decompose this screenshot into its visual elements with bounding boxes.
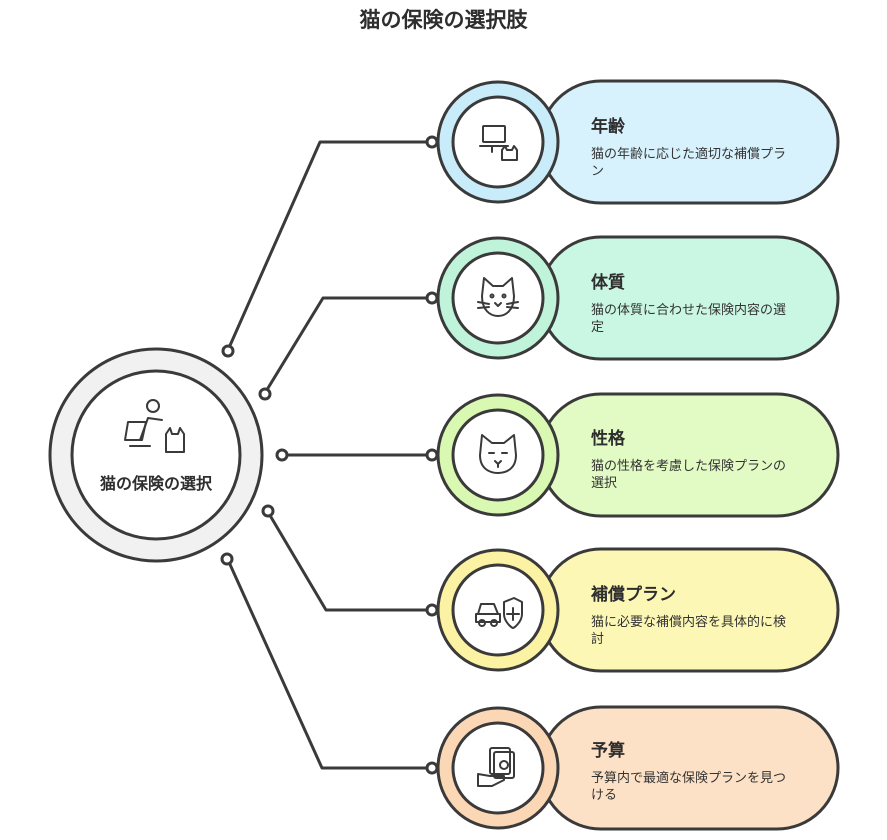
branch-2-pill [538, 392, 840, 518]
branch-node-1 [436, 235, 840, 361]
branch-2-desc: 猫の性格を考慮した保険プランの選択 [591, 459, 787, 491]
branch-node-0 [436, 79, 840, 205]
branch-1-pill [538, 235, 840, 361]
connector-4-end [425, 761, 439, 775]
center-label: 猫の保険の選択 [99, 474, 212, 493]
branch-node-4 [436, 705, 840, 831]
connector-1-start [258, 387, 272, 401]
connector-0 [226, 140, 434, 352]
connector-0-start [221, 344, 235, 358]
branch-4-desc: 予算内で最適な保険プランを見つける [591, 771, 787, 803]
connector-1 [263, 296, 434, 395]
money-hand-icon [477, 747, 515, 787]
connector-1-end [425, 291, 439, 305]
connector-2-start [275, 448, 289, 462]
connector-3 [266, 510, 434, 612]
branch-1-inner-ring [451, 251, 545, 345]
connector-3-end [425, 603, 439, 617]
branch-1-title: 体質 [591, 273, 625, 293]
branch-node-3 [436, 547, 840, 673]
person-laptop-cat-icon [124, 399, 185, 453]
branch-1-desc: 猫の体質に合わせた保険内容の選定 [591, 303, 787, 335]
branch-3-desc: 猫に必要な補償内容を具体的に検討 [591, 615, 787, 647]
connector-4-start [220, 552, 234, 566]
branch-0-title: 年齢 [591, 117, 625, 137]
branch-3-pill [538, 547, 840, 673]
branch-4-title: 予算 [591, 741, 625, 761]
branch-4-inner-ring [451, 721, 545, 815]
branch-2-title: 性格 [591, 429, 625, 449]
connector-0-end [425, 135, 439, 149]
branch-0-pill [538, 79, 840, 205]
branch-3-inner-ring [451, 563, 545, 657]
cat-head-icon [479, 434, 517, 474]
diagram-title: 猫の保険の選択肢 [359, 8, 528, 32]
branch-0-desc: 猫の年齢に応じた適切な補償プラン [591, 147, 787, 179]
connector-4 [226, 558, 434, 770]
connector-2-end [425, 448, 439, 462]
car-shield-icon [475, 597, 523, 629]
center-node [48, 347, 264, 563]
branch-node-2 [436, 392, 840, 518]
connector-3-start [261, 504, 275, 518]
cat-face-icon [477, 277, 519, 317]
branch-2-inner-ring [451, 408, 545, 502]
laptop-cat-icon [479, 125, 518, 161]
branch-3-title: 補償プラン [591, 585, 676, 605]
branch-4-pill [538, 705, 840, 831]
